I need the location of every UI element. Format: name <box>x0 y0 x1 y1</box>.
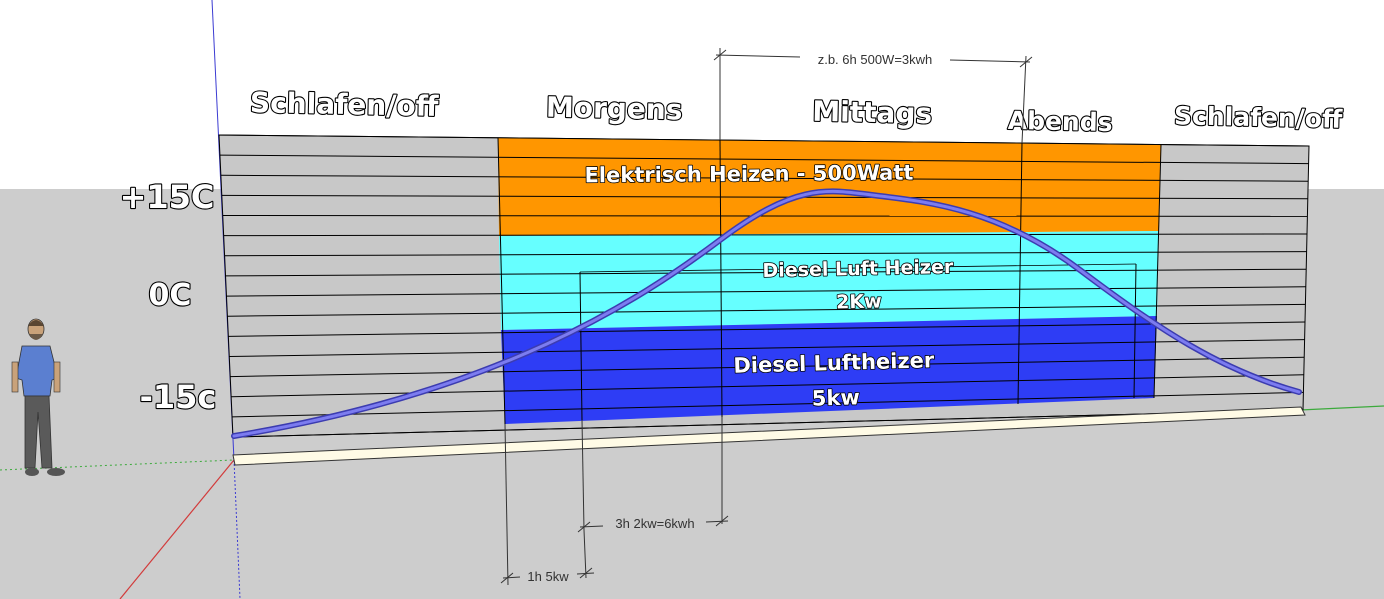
period-label-evening: Abends <box>1007 106 1112 137</box>
period-label-morning: Morgens <box>546 91 683 127</box>
panel-slat-line <box>229 339 1305 357</box>
band-diesel-2kw-label-line1: Diesel Luft Heizer <box>762 256 954 282</box>
band-diesel-2kw <box>499 231 1159 330</box>
panel-slat-line <box>230 356 1305 378</box>
base-board <box>232 406 1306 466</box>
period-label-night-end: Schlafen/off <box>1174 101 1344 134</box>
panel-slat-line <box>219 154 1309 165</box>
band-diesel-5kw-label-line2: 5kw <box>811 385 860 410</box>
red-axis <box>119 459 235 599</box>
panel-slat-line <box>226 286 1306 297</box>
panel-slat-line <box>232 391 1304 418</box>
green-axis-dotted <box>0 459 235 471</box>
panel-slat-line <box>223 233 1308 237</box>
dimension-bottom-label: 1h 5kw <box>527 569 569 584</box>
dimension-middle-label: 3h 2kw=6kwh <box>615 516 694 531</box>
panel-slat-line <box>222 215 1308 217</box>
dimension-middle <box>577 417 729 533</box>
temperature-label-plus15: +15C <box>120 178 215 216</box>
temperature-label-minus15: -15c <box>140 378 217 416</box>
band-diesel-5kw <box>501 316 1157 424</box>
dimension-bottom <box>500 423 595 586</box>
band-diesel-2kw-label-line2: 2Kw <box>836 291 882 314</box>
panel-slat-line <box>228 321 1306 337</box>
panel-slat-line <box>224 251 1307 257</box>
panel-slat-line <box>220 174 1309 182</box>
panel-slat-line <box>221 194 1308 200</box>
period-label-night-start: Schlafen/off <box>250 86 439 123</box>
dimension-top-label: z.b. 6h 500W=3kwh <box>818 52 933 67</box>
blue-axis-dotted <box>233 459 241 599</box>
green-axis <box>1299 405 1384 411</box>
band-diesel-5kw-label-line1: Diesel Luftheizer <box>733 348 935 378</box>
band-electric <box>498 138 1161 236</box>
panel-slat-line <box>218 134 1310 147</box>
dimension-top <box>713 48 1033 144</box>
temperature-label-zero: 0C <box>149 278 192 313</box>
band-electric-label: Elektrisch Heizen - 500Watt <box>584 161 913 188</box>
panel-slat-line <box>225 268 1307 277</box>
scale-figure <box>11 318 65 476</box>
period-label-noon: Mittags <box>812 95 933 131</box>
